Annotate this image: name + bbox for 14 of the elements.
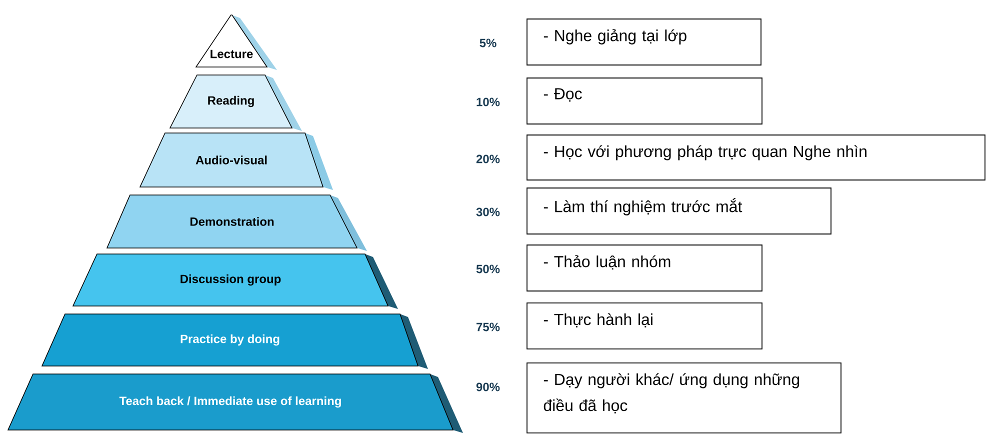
percentage: 30% <box>476 208 500 216</box>
text-box: - Dạy người khác/ ứng dụng những điều đã học <box>526 362 842 434</box>
text-box: - Đọc <box>526 78 762 124</box>
text-box: - Nghe giảng tại lớp <box>526 18 762 66</box>
percentage: 20% <box>476 154 500 164</box>
text-box: - Thực hành lại <box>526 302 762 350</box>
percentage: 50% <box>476 264 500 274</box>
text-box: - Thảo luận nhóm <box>526 244 762 292</box>
text-box: - Làm thí nghiệm trước mắt <box>526 188 832 234</box>
percentage: 5% <box>480 38 496 48</box>
percentage: 10% <box>476 98 500 106</box>
text-box: - Học với phương pháp trực quan Nghe nhìn <box>526 134 986 180</box>
percentage: 75% <box>476 322 500 332</box>
percentage: 90% <box>476 382 500 392</box>
